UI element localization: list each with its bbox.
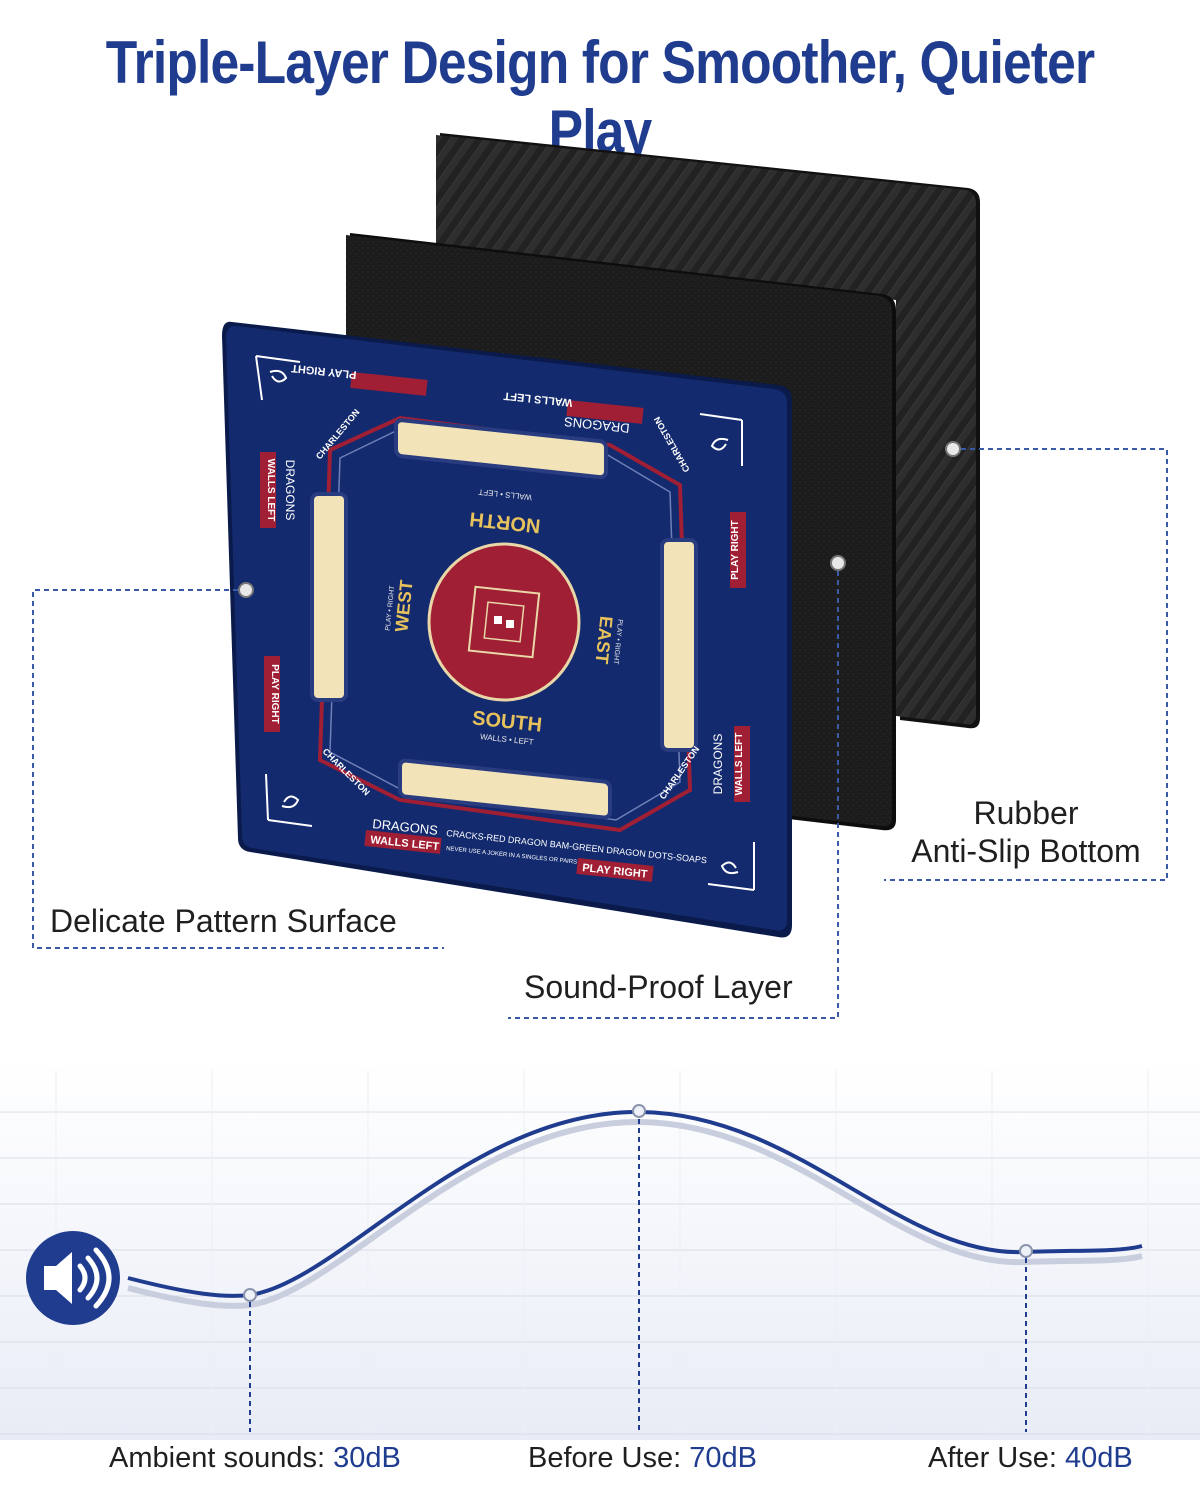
rubber-label: Rubber Anti-Slip Bottom [900, 794, 1152, 870]
sound-proof-callout [508, 555, 846, 1019]
surface-label: Delicate Pattern Surface [50, 903, 397, 939]
tile-rack-west [310, 492, 348, 702]
stat-after-use-value: 40dB [1065, 1442, 1133, 1474]
stat-ambient: Ambient sounds: 30dB [109, 1442, 401, 1475]
mat-dragons-left: DRAGONS [283, 460, 297, 521]
sound-proof-label: Sound-Proof Layer [524, 969, 793, 1005]
sound-chart [0, 1060, 1200, 1440]
mat-dragons-right: DRAGONS [711, 734, 725, 795]
mat-walls-left-left: WALLS LEFT [265, 459, 276, 522]
stat-ambient-label: Ambient sounds: [109, 1442, 334, 1474]
mat-play-right-right: PLAY RIGHT [730, 520, 741, 579]
marker-after-use [1019, 1244, 1033, 1258]
tile-rack-east [660, 538, 698, 752]
stat-after-use-label: After Use: [928, 1442, 1065, 1474]
stat-before-use-label: Before Use: [528, 1442, 690, 1474]
east-label: EAST [592, 615, 617, 665]
stat-ambient-value: 30dB [333, 1442, 401, 1474]
mat-walls-left-right: WALLS LEFT [734, 733, 745, 796]
marker-ambient [243, 1288, 257, 1302]
mat-corner-ornaments [255, 355, 755, 891]
west-sub-label: PLAY • RIGHT [385, 585, 397, 632]
stat-after-use: After Use: 40dB [928, 1442, 1133, 1475]
speaker-volume-icon [26, 1231, 120, 1325]
rubber-callout [884, 441, 1168, 881]
tile-rack-south [398, 758, 612, 820]
rubber-bottom-layer [436, 133, 980, 729]
mat-play-right-left: PLAY RIGHT [269, 664, 280, 723]
surface-callout [32, 582, 444, 949]
rubber-label-line2: Anti-Slip Bottom [911, 833, 1141, 869]
headline: Triple-Layer Design for Smoother, Quiete… [105, 29, 1095, 165]
rubber-label-line1: Rubber [973, 795, 1079, 831]
tile-rack-north [394, 418, 608, 480]
marker-before-use [632, 1104, 646, 1118]
stat-before-use-value: 70dB [689, 1442, 757, 1474]
stat-before-use: Before Use: 70dB [528, 1442, 757, 1475]
east-sub-label: PLAY • RIGHT [612, 619, 624, 666]
mahjong-mat-surface: NORTH WALLS • LEFT SOUTH WALLS • LEFT EA… [222, 321, 792, 938]
